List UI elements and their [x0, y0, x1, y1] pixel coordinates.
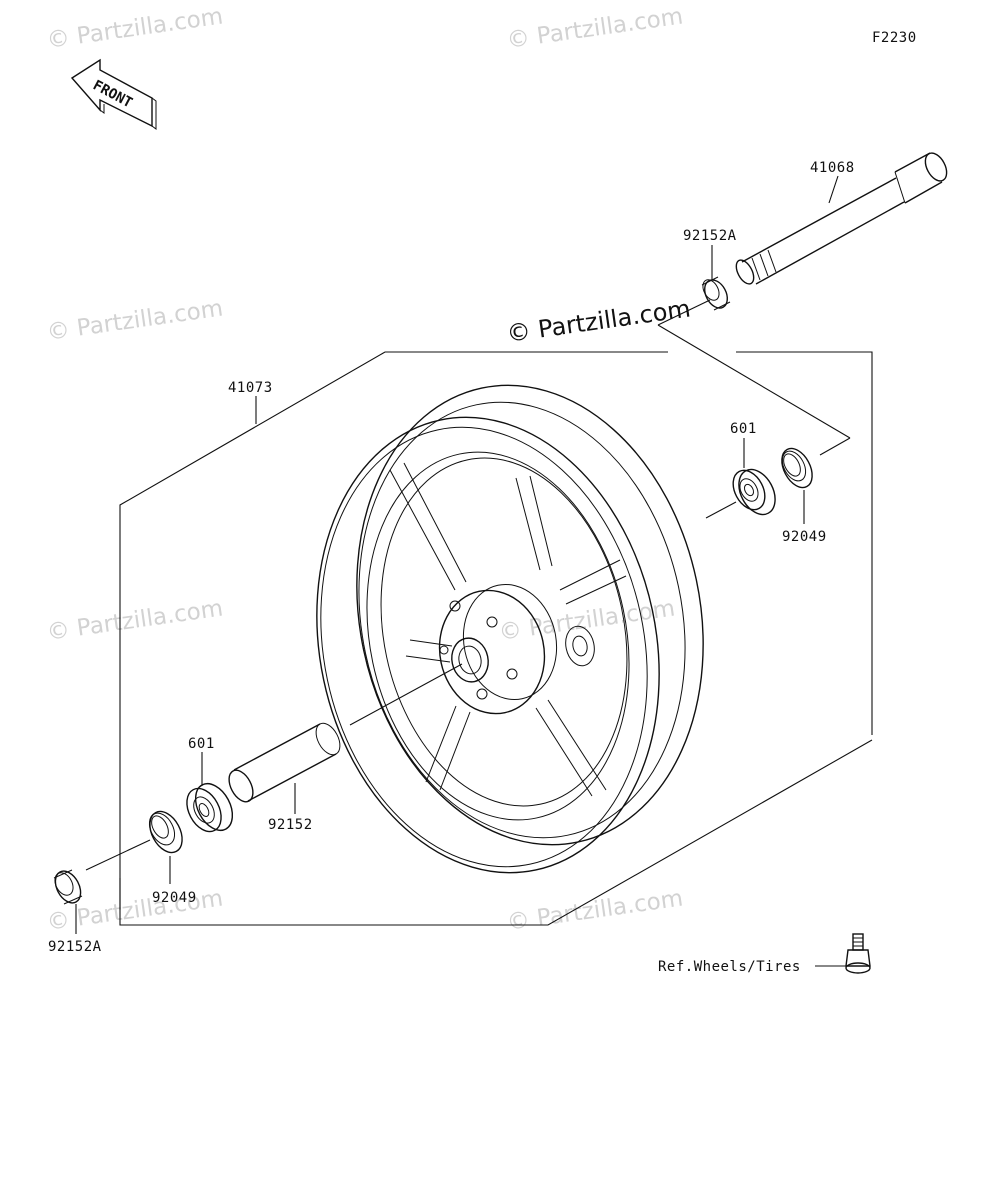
- collar-bottom: [53, 869, 83, 905]
- part-label-41068: 41068: [810, 160, 855, 176]
- part-label-41073: 41073: [228, 380, 273, 396]
- watermark: © Partzilla.com: [497, 595, 676, 645]
- watermark-main: © Partzilla.com: [505, 294, 692, 348]
- bearing-right: [732, 468, 776, 516]
- part-label-601-right: 601: [730, 421, 757, 437]
- watermark: © Partzilla.com: [45, 885, 224, 935]
- part-label-92152: 92152: [268, 817, 313, 833]
- part-label-92049-left: 92049: [152, 890, 197, 906]
- wheel: [316, 384, 704, 874]
- part-label-92049-right: 92049: [782, 529, 827, 545]
- collar-top: [701, 276, 731, 311]
- part-label-92152A-bottom: 92152A: [48, 939, 102, 955]
- watermark: © Partzilla.com: [505, 3, 684, 53]
- watermark: © Partzilla.com: [505, 885, 684, 935]
- watermarks: © Partzilla.com © Partzilla.com © Partzi…: [45, 3, 684, 935]
- front-arrow-icon: FRONT: [70, 58, 157, 130]
- figure-code: F2230: [872, 30, 917, 46]
- axle: [735, 152, 948, 285]
- valve-stem-icon: [845, 933, 871, 974]
- seal-left: [148, 810, 183, 854]
- part-label-92152A-top: 92152A: [683, 228, 737, 244]
- watermark: © Partzilla.com: [45, 3, 224, 53]
- watermark: © Partzilla.com: [45, 595, 224, 645]
- seal-right: [781, 447, 813, 489]
- spacer: [228, 722, 341, 803]
- part-label-601-left: 601: [188, 736, 215, 752]
- watermark: © Partzilla.com: [45, 295, 224, 345]
- ref-wheels-tires: Ref.Wheels/Tires: [658, 959, 801, 975]
